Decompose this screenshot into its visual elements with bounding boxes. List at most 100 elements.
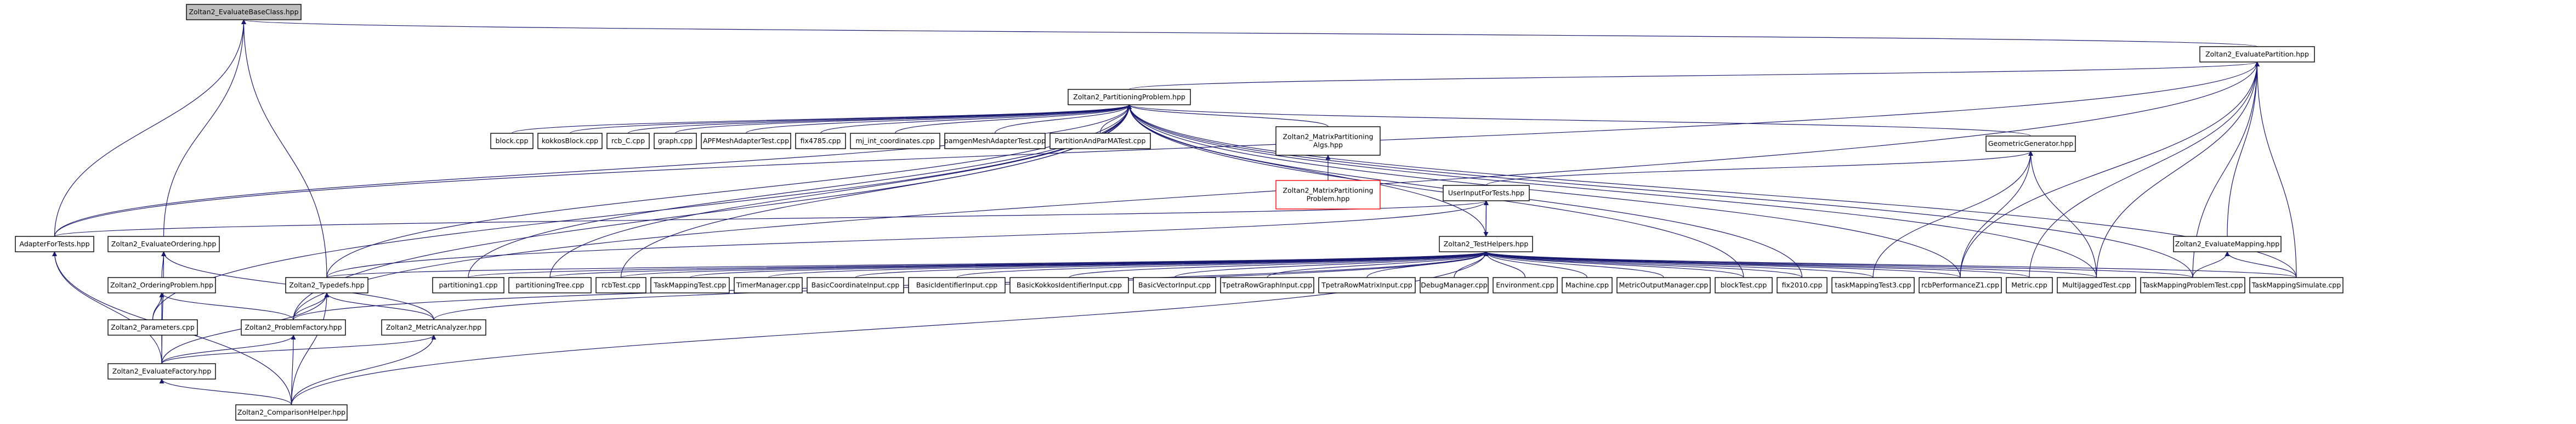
edge-metric-to-evalPartition — [2029, 61, 2260, 278]
node-label: BasicKokkosIdentifierInput.cpp — [1017, 281, 1122, 289]
node-evalFactory[interactable]: Zoltan2_EvaluateFactory.hpp — [107, 363, 216, 380]
edge-evalPartition-to-evalBase — [242, 19, 2258, 47]
edge-multiJagged-to-testHelpers — [1483, 251, 2097, 278]
node-evalMapping[interactable]: Zoltan2_EvaluateMapping.hpp — [2173, 236, 2282, 252]
node-mjInt[interactable]: mj_int_coordinates.cpp — [850, 133, 940, 149]
node-metric[interactable]: Metric.cpp — [2006, 277, 2053, 293]
node-apf[interactable]: APFMeshAdapterTest.cpp — [701, 133, 791, 149]
edge-evalFactory-to-problemFactory — [161, 335, 296, 364]
edge-evalFactory-to-metricAnalyzer — [161, 335, 436, 364]
node-label: fix2010.cpp — [1782, 281, 1823, 289]
node-block[interactable]: block.cpp — [490, 133, 534, 149]
node-metricOutput[interactable]: MetricOutputManager.cpp — [1616, 277, 1711, 293]
node-box — [1275, 126, 1381, 156]
node-box — [1420, 277, 1489, 293]
node-fix2010[interactable]: fix2010.cpp — [1777, 277, 1828, 293]
node-basicIdent[interactable]: BasicIdentifierInput.cpp — [908, 277, 1006, 293]
node-label: DebugManager.cpp — [1421, 281, 1488, 289]
edge-comparisonHelper-to-problemFactory — [291, 335, 296, 405]
node-evalPartition[interactable]: Zoltan2_EvaluatePartition.hpp — [2199, 46, 2315, 63]
node-box — [1049, 133, 1151, 149]
node-taskMappingProblem[interactable]: TaskMappingProblemTest.cpp — [2140, 277, 2245, 293]
edge-partitioningTree-to-partProblem — [549, 104, 1132, 278]
edge-taskMappingSim-to-evalPartition — [2255, 61, 2297, 278]
node-multiJagged[interactable]: MultiJaggedTest.cpp — [2057, 277, 2136, 293]
node-box — [1275, 180, 1381, 210]
edge-evalOrdering-to-evalBase — [163, 19, 246, 237]
edge-adapterForTests-to-evalPartition — [54, 61, 2260, 237]
node-label: TaskMappingTest.cpp — [654, 281, 727, 289]
file-nodes: Zoltan2_EvaluateBaseClass.hppZoltan2_Eva… — [15, 4, 2344, 421]
node-debugManager[interactable]: DebugManager.cpp — [1420, 277, 1489, 293]
node-label: UserInputForTests.hpp — [1448, 189, 1524, 197]
node-basicKokkosIdent[interactable]: BasicKokkosIdentifierInput.cpp — [1009, 277, 1129, 293]
node-label: Zoltan2_PartitioningProblem.hpp — [1073, 93, 1185, 101]
node-box — [734, 277, 803, 293]
node-partProblem[interactable]: Zoltan2_PartitioningProblem.hpp — [1068, 89, 1191, 105]
node-box — [107, 277, 216, 293]
node-problemFactory[interactable]: Zoltan2_ProblemFactory.hpp — [241, 319, 346, 336]
node-comparisonHelper[interactable]: Zoltan2_ComparisonHelper.hpp — [235, 404, 348, 421]
node-rcbPerf[interactable]: rcbPerformanceZ1.cpp — [1919, 277, 2002, 293]
node-testHelpers[interactable]: Zoltan2_TestHelpers.hpp — [1439, 236, 1533, 252]
node-graph[interactable]: graph.cpp — [654, 133, 697, 149]
node-geomGen[interactable]: GeometricGenerator.hpp — [1985, 135, 2076, 152]
node-rcbC[interactable]: rcb_C.cpp — [606, 133, 650, 149]
node-rcbTest[interactable]: rcbTest.cpp — [595, 277, 646, 293]
node-label: Zoltan2_OrderingProblem.hpp — [110, 281, 213, 289]
node-box — [944, 133, 1046, 149]
edge-adapterForTests-to-partProblem — [54, 104, 1132, 237]
node-tpetraMatrix[interactable]: TpetraRowMatrixInput.cpp — [1318, 277, 1416, 293]
node-taskMappingTest[interactable]: TaskMappingTest.cpp — [650, 277, 730, 293]
node-label: graph.cpp — [658, 137, 693, 145]
node-box — [1493, 277, 1558, 293]
node-environment[interactable]: Environment.cpp — [1493, 277, 1558, 293]
node-tpetraGraph[interactable]: TpetraRowGraphInput.cpp — [1220, 277, 1314, 293]
node-label: taskMappingTest3.cpp — [1835, 281, 1911, 289]
node-parma[interactable]: PartitionAndParMATest.cpp — [1049, 133, 1151, 149]
node-evalOrdering[interactable]: Zoltan2_EvaluateOrdering.hpp — [107, 236, 220, 252]
node-taskMappingSim[interactable]: TaskMappingSimulate.cpp — [2249, 277, 2344, 293]
node-label: mj_int_coordinates.cpp — [855, 137, 934, 145]
node-box — [2006, 277, 2053, 293]
node-box — [2199, 46, 2315, 63]
node-parameters[interactable]: Zoltan2_Parameters.cpp — [107, 319, 198, 336]
node-kokkosBlock[interactable]: kokkosBlock.cpp — [537, 133, 603, 149]
node-label: Zoltan2_TestHelpers.hpp — [1444, 240, 1529, 248]
node-label: TimerManager.cpp — [736, 281, 800, 289]
node-basicCoord[interactable]: BasicCoordinateInput.cpp — [807, 277, 904, 293]
node-partitioningTree[interactable]: partitioningTree.cpp — [508, 277, 592, 293]
edge-taskMappingProblem-to-partProblem — [1127, 104, 2193, 278]
node-pamgen[interactable]: pamgenMeshAdapterTest.cpp — [944, 133, 1046, 149]
node-blockTest[interactable]: blockTest.cpp — [1715, 277, 1773, 293]
node-userInput[interactable]: UserInputForTests.hpp — [1443, 185, 1530, 201]
node-timerManager[interactable]: TimerManager.cpp — [734, 277, 803, 293]
node-label: rcbPerformanceZ1.cpp — [1921, 281, 1999, 289]
node-basicVector[interactable]: BasicVectorInput.cpp — [1133, 277, 1216, 293]
node-box — [1009, 277, 1129, 293]
node-typedefs[interactable]: Zoltan2_Typedefs.hpp — [285, 277, 368, 293]
node-label: Zoltan2_EvaluateOrdering.hpp — [111, 240, 217, 248]
node-evalBase[interactable]: Zoltan2_EvaluateBaseClass.hpp — [186, 4, 302, 20]
edge-timerManager-to-testHelpers — [768, 251, 1489, 278]
node-fix4785[interactable]: fix4785.cpp — [795, 133, 846, 149]
node-box — [908, 277, 1006, 293]
edge-basicCoord-to-testHelpers — [855, 251, 1489, 278]
node-label: pamgenMeshAdapterTest.cpp — [944, 137, 1046, 145]
edge-comparisonHelper-to-metricAnalyzer — [291, 335, 436, 405]
node-label: APFMeshAdapterTest.cpp — [703, 137, 789, 145]
node-box — [107, 236, 220, 252]
node-machine[interactable]: Machine.cpp — [1562, 277, 1613, 293]
node-box — [1133, 277, 1216, 293]
node-label: block.cpp — [496, 137, 529, 145]
node-metricAnalyzer[interactable]: Zoltan2_MetricAnalyzer.hpp — [381, 319, 486, 336]
node-label: Machine.cpp — [1565, 281, 1609, 289]
node-box — [1562, 277, 1613, 293]
edge-problemFactory-to-orderingProblem — [159, 292, 294, 320]
node-partitioning1[interactable]: partitioning1.cpp — [432, 277, 504, 293]
node-taskMappingTest3[interactable]: taskMappingTest3.cpp — [1831, 277, 1915, 293]
node-adapterForTests[interactable]: AdapterForTests.hpp — [15, 236, 94, 252]
node-orderingProblem[interactable]: Zoltan2_OrderingProblem.hpp — [107, 277, 216, 293]
